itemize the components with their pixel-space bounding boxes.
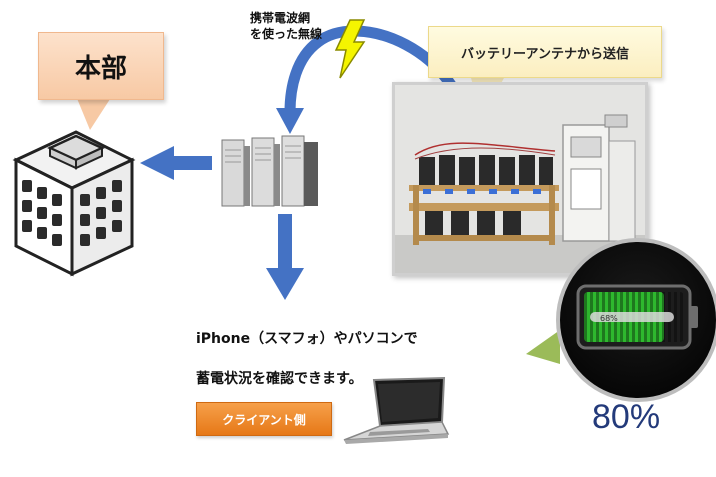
antenna-callout: バッテリーアンテナから送信 [428, 26, 662, 78]
battery-equipment-photo [392, 82, 648, 276]
headquarters-callout: 本部 [38, 32, 164, 100]
caption-line1: iPhone（スマフォ）やパソコンで [196, 331, 418, 347]
battery-callout-tail [526, 330, 560, 364]
battery-percent-text: 80% [592, 398, 661, 436]
server-icon [221, 135, 318, 207]
battery-rack-illustration [395, 85, 645, 273]
caption-line2: 蓄電状況を確認できます。 [196, 371, 363, 387]
client-side-label: クライアント側 [222, 412, 306, 427]
wireless-label-line1: 携帯電波網 [250, 11, 311, 25]
laptop-icon [343, 376, 450, 444]
antenna-label: バッテリーアンテナから送信 [461, 46, 629, 62]
client-side-button[interactable]: クライアント側 [196, 402, 332, 436]
wireless-label-line2: を使った無線 [250, 27, 323, 41]
headquarters-callout-tail [76, 96, 112, 130]
lightning-icon [334, 19, 366, 79]
building-icon [12, 130, 136, 277]
arrow-to-headquarters [140, 146, 212, 180]
wireless-label: 携帯電波網 を使った無線 [250, 10, 322, 42]
battery-gauge-icon: 68% [576, 284, 698, 350]
battery-inner-label: 68% [600, 314, 618, 323]
arrow-to-client [266, 214, 304, 300]
headquarters-label: 本部 [74, 53, 127, 84]
battery-status-circle: 68% [556, 238, 716, 402]
arrow-antenna-to-servers [276, 25, 476, 137]
